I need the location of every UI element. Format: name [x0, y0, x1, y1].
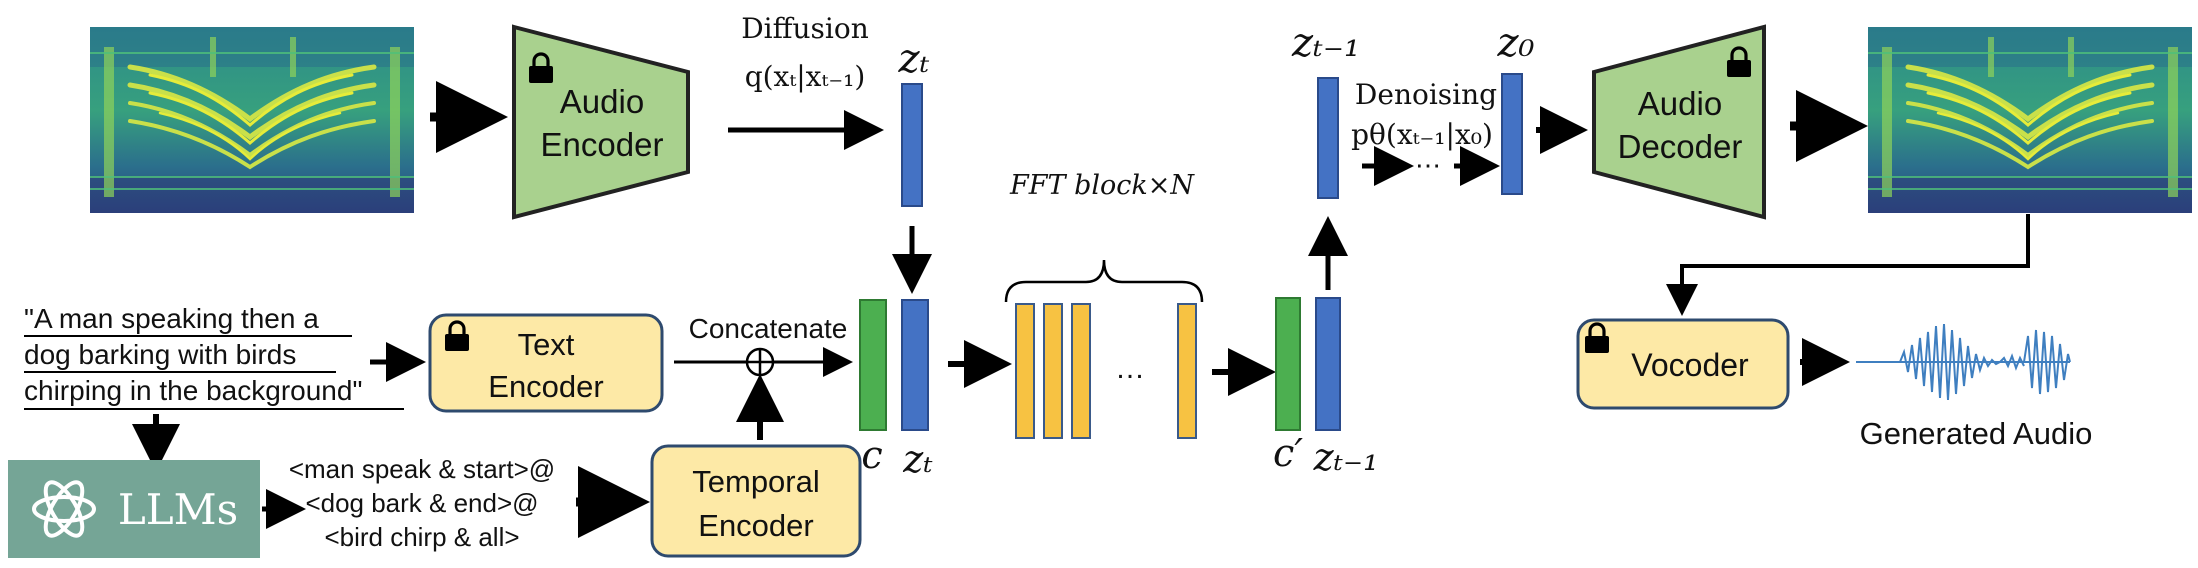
c-prime-label: c′ [1273, 431, 1303, 475]
generated-audio-label: Generated Audio [1860, 416, 2093, 451]
fft-block-1 [1015, 303, 1035, 439]
temporal-prompt-line-3: <bird chirp & all> [324, 522, 519, 552]
fft-brace [1004, 259, 1204, 303]
concat-circle-plus [745, 347, 775, 377]
temporal-encoder-block: Temporal Encoder [650, 444, 862, 558]
audio-encoder-label-2: Encoder [541, 126, 664, 163]
zt1-top-label: zₜ₋₁ [1291, 20, 1360, 66]
spec-to-vocoder-line [1666, 214, 2030, 316]
zt-bottom-latent [901, 299, 929, 431]
c-latent [859, 299, 887, 431]
fft-block-label: FFT block×N [1009, 170, 1195, 201]
zt-bottom-label: zₜ [902, 437, 933, 481]
llms-block: LLMs [8, 460, 260, 558]
denoising-formula: pθ(xₜ₋₁|x₀) [1351, 118, 1493, 151]
text-encoder-label-2: Encoder [488, 369, 603, 404]
vocoder-label: Vocoder [1631, 347, 1749, 383]
z0-latent [1501, 73, 1523, 195]
audio-decoder-label-2: Decoder [1618, 128, 1743, 165]
audio-decoder-block: Audio Decoder [1592, 24, 1766, 220]
text-encoder-label-1: Text [518, 327, 575, 362]
temporal-encoder-label-2: Encoder [698, 508, 813, 543]
zt-top-latent [901, 83, 923, 207]
zt-top-label: zₜ [898, 36, 930, 82]
c-prime-latent [1275, 297, 1301, 431]
c-label: c [861, 433, 882, 477]
input-spectrogram [90, 27, 414, 213]
concatenate-label: Concatenate [689, 313, 848, 344]
generated-waveform [1856, 323, 2071, 401]
llms-label: LLMs [118, 485, 238, 534]
text-prompt-line-1: "A man speaking then a [24, 303, 319, 334]
diffusion-label: Diffusion [741, 12, 869, 45]
audio-decoder-label-1: Audio [1638, 85, 1722, 122]
denoise-ellipsis: ⋯ [1415, 150, 1441, 180]
temporal-prompt-line-1: <man speak & start>@ [289, 454, 555, 484]
denoising-label: Denoising [1355, 78, 1497, 111]
openai-logo-icon [32, 480, 96, 538]
output-spectrogram [1868, 27, 2192, 213]
text-prompt-line-3: chirping in the background" [24, 375, 362, 406]
temporal-prompt-line-2: <dog bark & end>@ [305, 488, 538, 518]
text-prompt-line-2: dog barking with birds [24, 339, 296, 370]
zt1-bottom-latent [1315, 297, 1341, 431]
vocoder-block: Vocoder [1576, 318, 1790, 410]
audio-encoder-block: Audio Encoder [512, 24, 690, 220]
zt1-top-latent [1317, 77, 1339, 199]
audio-encoder-label-1: Audio [560, 83, 644, 120]
text-prompt: "A man speaking then a dog barking with … [24, 303, 404, 410]
fft-ellipsis: … [1115, 352, 1145, 385]
fft-block-2 [1043, 303, 1063, 439]
z0-label: z₀ [1496, 20, 1534, 66]
text-encoder-block: Text Encoder [428, 313, 664, 413]
temporal-encoder-label-1: Temporal [692, 464, 820, 499]
fft-block-3 [1071, 303, 1091, 439]
fft-block-n [1177, 303, 1197, 439]
diffusion-formula: q(xₜ|xₜ₋₁) [745, 60, 866, 93]
zt1-bottom-label: zₜ₋₁ [1313, 435, 1379, 479]
